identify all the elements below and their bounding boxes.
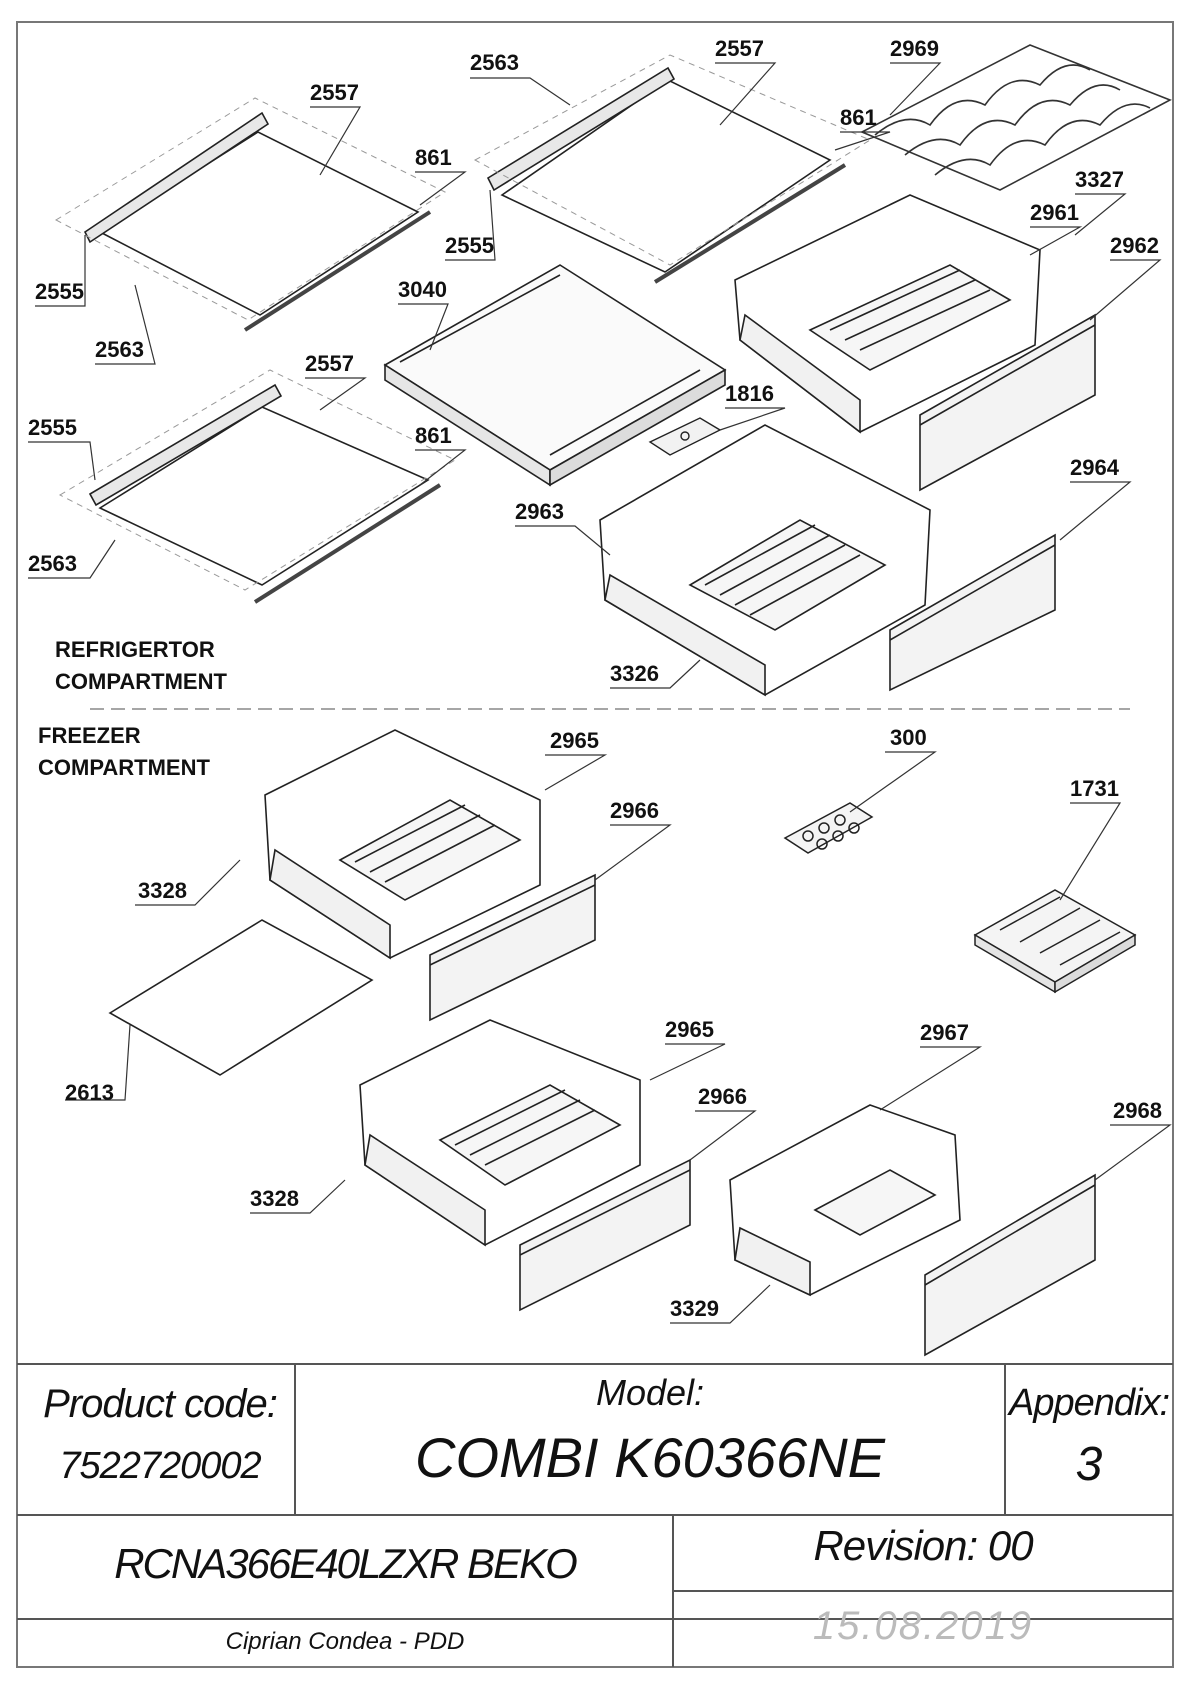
- callout-2966: 2966: [698, 1084, 747, 1109]
- callout-1816: 1816: [725, 381, 774, 406]
- callout-1731: 1731: [1070, 776, 1119, 801]
- freezer-section-title: FREEZER COMPARTMENT: [38, 720, 210, 784]
- product-name: RCNA366E40LZXR BEKO: [114, 1540, 578, 1587]
- glass-plate-2613: [108, 919, 374, 1076]
- callout-3329: 3329: [670, 1296, 719, 1321]
- label-1816: [648, 417, 722, 456]
- callout-2557: 2557: [310, 80, 359, 105]
- ice-tray: [973, 889, 1137, 994]
- freezer-drawer-upper: [264, 729, 541, 960]
- callout-2961: 2961: [1030, 200, 1079, 225]
- sheet-border: [16, 21, 1174, 1668]
- callout-2965: 2965: [665, 1017, 714, 1042]
- callout-2555: 2555: [35, 279, 84, 304]
- title-block-lines: [17, 1363, 1173, 1667]
- callout-300: 300: [890, 725, 927, 750]
- callout-861: 861: [840, 105, 877, 130]
- refrigerator-title-line1: REFRIGERTOR: [55, 637, 215, 662]
- freezer-drawer-front-2968: [924, 1173, 1096, 1357]
- callout-2557: 2557: [305, 351, 354, 376]
- callout-861: 861: [415, 423, 452, 448]
- callout-2563: 2563: [470, 50, 519, 75]
- callout-3328: 3328: [250, 1186, 299, 1211]
- author: Ciprian Condea - PDD: [225, 1628, 465, 1655]
- callout-3040: 3040: [398, 277, 447, 302]
- callout-2968: 2968: [1113, 1098, 1162, 1123]
- callout-3328: 3328: [138, 878, 187, 903]
- crisper-cover: [383, 264, 727, 487]
- revision-date: 15.08.2019: [812, 1604, 1034, 1648]
- freezer-title-line2: COMPARTMENT: [38, 755, 210, 780]
- callout-2555: 2555: [445, 233, 494, 258]
- callout-861: 861: [415, 145, 452, 170]
- callout-3326: 3326: [610, 661, 659, 686]
- callout-2557: 2557: [715, 36, 764, 61]
- drawer-front-2964: [889, 533, 1056, 692]
- model-label: Model:: [595, 1372, 705, 1413]
- leader-lines: [28, 62, 1172, 1324]
- glass-shelf-lower-left: [58, 369, 457, 604]
- refrigerator-title-line2: COMPARTMENT: [55, 669, 227, 694]
- freezer-drawer-front-lower: [519, 1158, 691, 1312]
- glass-shelf-upper-left: [54, 97, 447, 332]
- appendix-value: 3: [1075, 1438, 1103, 1491]
- callout-2613: 2613: [65, 1080, 114, 1105]
- product-code-value: 7522720002: [59, 1445, 261, 1487]
- wine-rack: [860, 44, 1172, 191]
- callout-2967: 2967: [920, 1020, 969, 1045]
- callout-2555: 2555: [28, 415, 77, 440]
- freezer-drawer-front-upper: [429, 873, 596, 1022]
- refrigerator-section-title: REFRIGERTOR COMPARTMENT: [55, 634, 227, 698]
- freezer-drawer-bottom: [729, 1104, 961, 1297]
- drawer-upper-right: [734, 194, 1041, 434]
- product-code-label: Product code:: [43, 1382, 278, 1426]
- freezer-title-line1: FREEZER: [38, 723, 141, 748]
- freezer-drawer-lower: [359, 1019, 641, 1247]
- callout-2964: 2964: [1070, 455, 1119, 480]
- callout-2962: 2962: [1110, 233, 1159, 258]
- model-value: COMBI K60366NE: [415, 1426, 885, 1489]
- callout-2966: 2966: [610, 798, 659, 823]
- callout-2963: 2963: [515, 499, 564, 524]
- callout-2563: 2563: [95, 337, 144, 362]
- callout-2563: 2563: [28, 551, 77, 576]
- drawer-middle: [599, 424, 931, 697]
- glass-shelf-top-middle: [473, 54, 872, 284]
- appendix-label: Appendix:: [1008, 1382, 1170, 1424]
- callout-2965: 2965: [550, 728, 599, 753]
- revision: Revision: 00: [813, 1522, 1033, 1569]
- drawer-front-2962: [919, 313, 1096, 492]
- callout-3327: 3327: [1075, 167, 1124, 192]
- callout-2969: 2969: [890, 36, 939, 61]
- egg-tray: [783, 802, 874, 854]
